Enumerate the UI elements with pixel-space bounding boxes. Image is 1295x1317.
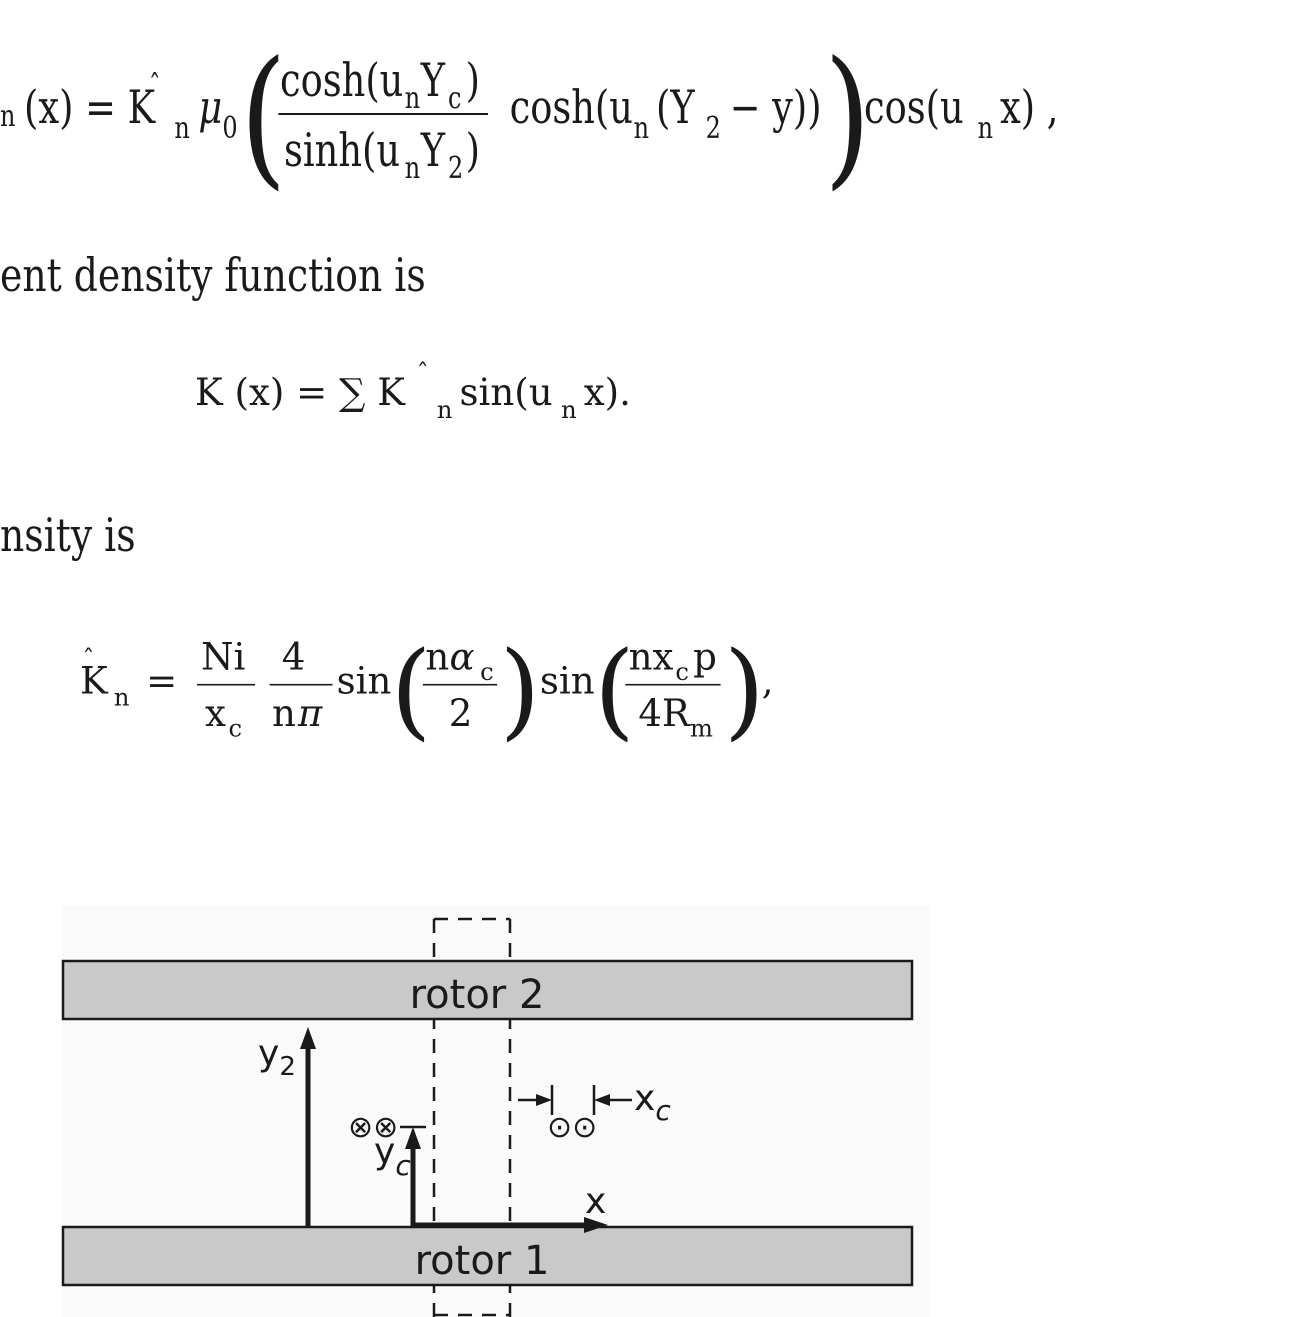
equation-2: K (x) = ∑ K ˆ n sin(u n x). — [195, 355, 695, 455]
svg-text:n: n — [405, 151, 420, 185]
svg-text:p: p — [693, 635, 717, 678]
svg-text:0: 0 — [222, 111, 237, 145]
y2-arrow-head — [300, 1027, 316, 1049]
svg-text:): ) — [466, 123, 480, 177]
svg-text:ˆ: ˆ — [82, 645, 94, 673]
svg-text:(: ( — [594, 629, 635, 751]
svg-text:sin(u: sin(u — [460, 371, 553, 414]
yc-arrow-head — [405, 1127, 421, 1149]
svg-text:nx: nx — [629, 635, 674, 678]
rotor-2-bar — [61, 959, 914, 1021]
svg-text:c: c — [228, 714, 242, 742]
svg-text:n: n — [634, 111, 649, 145]
svg-text:(x) = K: (x) = K — [24, 80, 156, 134]
equation-2-graphic: K (x) = ∑ K ˆ n sin(u n x). — [195, 359, 631, 424]
conductors-out-of-page: ⊙⊙ — [547, 1110, 597, 1145]
xc-arrow-left — [536, 1094, 552, 1106]
svg-text:4R: 4R — [638, 692, 691, 735]
equation-1: n (x) = K ˆ n μ 0 ( cosh(u n Y c ) sinh(… — [0, 48, 1058, 198]
rotor-diagram: rotor 2 rotor 1 y2 yc x ⊗⊗ ⊙⊙ xc — [61, 905, 930, 1317]
svg-text:sin: sin — [540, 660, 595, 703]
svg-text:2: 2 — [449, 692, 473, 735]
svg-text:ˆ: ˆ — [149, 69, 161, 103]
svg-text:K: K — [80, 660, 109, 703]
svg-text:c: c — [480, 658, 494, 686]
svg-text:(: ( — [391, 629, 432, 751]
svg-text:n: n — [978, 111, 993, 145]
rotor-2-label: rotor 2 — [410, 972, 545, 1018]
svg-text:=: = — [146, 660, 177, 703]
svg-text:): ) — [824, 48, 871, 198]
svg-text:ˆ: ˆ — [417, 359, 429, 387]
svg-text:4: 4 — [282, 635, 306, 678]
svg-text:x) ,: x) , — [1000, 80, 1058, 134]
svg-text:,: , — [762, 660, 774, 703]
rotor-1-label: rotor 1 — [415, 1238, 550, 1284]
svg-text:): ) — [724, 629, 765, 751]
svg-text:n: n — [425, 635, 449, 678]
svg-text:n: n — [272, 692, 296, 735]
x-axis-arrow-head — [584, 1217, 608, 1233]
svg-text:c: c — [448, 81, 461, 115]
svg-text:Ni: Ni — [201, 635, 245, 678]
x-label: x — [585, 1181, 606, 1222]
equation-3: K ˆ n = Ni x c 4 n π sin ( n α c 2 ) sin… — [80, 625, 790, 775]
svg-text:n: n — [405, 81, 420, 115]
svg-text:cosh(u: cosh(u — [510, 80, 633, 134]
svg-text:cosh(u: cosh(u — [280, 53, 403, 107]
svg-text:K (x) = ∑ K: K (x) = ∑ K — [195, 371, 406, 414]
equation-3-graphic: K ˆ n = Ni x c 4 n π sin ( n α c 2 ) sin… — [80, 629, 774, 751]
coil-region-outline — [432, 917, 512, 1317]
svg-text:2: 2 — [448, 151, 463, 185]
svg-text:cos(u: cos(u — [864, 80, 964, 134]
body-text-line-1: ent density function is — [0, 248, 426, 302]
svg-text:n: n — [0, 99, 15, 133]
conductors-into-page: ⊗⊗ — [348, 1110, 398, 1145]
svg-text:sin: sin — [337, 660, 392, 703]
svg-text:x).: x). — [584, 371, 631, 414]
svg-text:): ) — [500, 629, 541, 751]
svg-text:m: m — [690, 714, 713, 742]
equation-1-graphic: n (x) = K ˆ n μ 0 ( cosh(u n Y c ) sinh(… — [0, 48, 1058, 198]
svg-text:− y)): − y)) — [730, 80, 822, 134]
svg-text:n: n — [114, 684, 130, 712]
xc-arrow-right — [594, 1094, 610, 1106]
svg-text:n: n — [174, 111, 189, 145]
svg-text:): ) — [466, 53, 480, 107]
xc-label: xc — [634, 1078, 671, 1127]
svg-text:Y: Y — [420, 123, 446, 177]
svg-text:sinh(u: sinh(u — [284, 123, 400, 177]
svg-text:π: π — [297, 692, 323, 735]
svg-text:2: 2 — [706, 111, 721, 145]
svg-text:(: ( — [240, 48, 287, 198]
svg-text:n: n — [561, 396, 577, 424]
rotor-1-bar — [61, 1225, 914, 1287]
svg-text:x: x — [205, 692, 226, 735]
svg-text:Y: Y — [420, 53, 446, 107]
svg-text:μ: μ — [198, 80, 222, 134]
svg-text:c: c — [675, 658, 689, 686]
body-text-line-2: nsity is — [0, 508, 136, 562]
svg-text:α: α — [450, 635, 475, 678]
svg-text:(Y: (Y — [656, 80, 695, 134]
svg-text:n: n — [437, 396, 453, 424]
